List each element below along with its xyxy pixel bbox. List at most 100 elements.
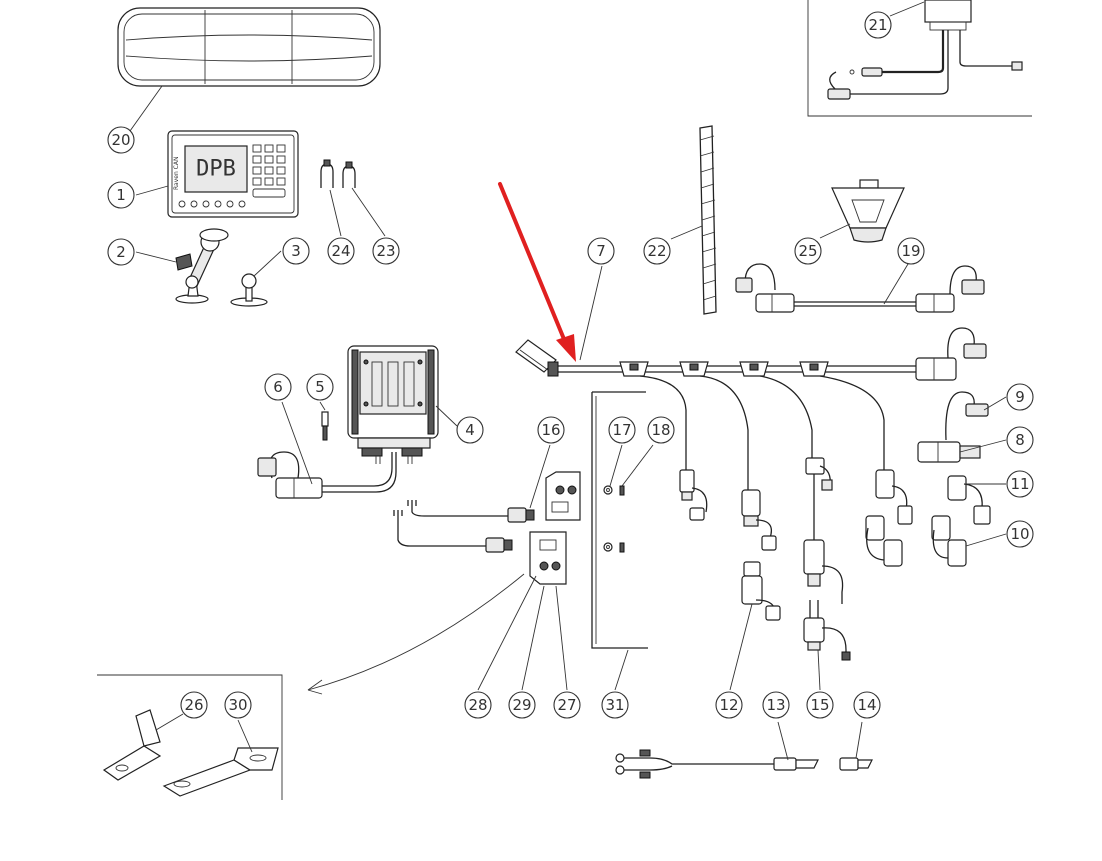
callout-8: 8	[1006, 426, 1034, 454]
callout-circle	[508, 691, 536, 719]
part-5-pin	[321, 411, 329, 441]
callout-circle	[762, 691, 790, 719]
callout-17: 17	[608, 416, 636, 444]
console-keypad	[252, 144, 286, 198]
callout-23: 23	[372, 237, 400, 265]
part-11-connectors	[865, 475, 991, 567]
inset-box-bottom-left	[97, 674, 283, 800]
callout-label: 12	[719, 696, 738, 714]
callout-label: 28	[468, 696, 487, 714]
callout-label: 18	[651, 421, 670, 439]
callout-label: 6	[273, 378, 283, 396]
brand-label: Raven CAN	[173, 157, 180, 190]
callout-label: 13	[766, 696, 785, 714]
callout-14: 14	[853, 691, 881, 719]
callout-label: 20	[111, 131, 130, 149]
part-7-main-harness	[515, 327, 987, 604]
display-label: DPB	[196, 157, 236, 182]
part-4-node-module	[347, 345, 439, 464]
callout-label: 5	[315, 378, 325, 396]
callout-label: 15	[810, 696, 829, 714]
callout-5: 5	[306, 373, 334, 401]
callout-label: 7	[596, 242, 606, 260]
callout-label: 22	[647, 242, 666, 260]
callout-label: 3	[291, 242, 301, 260]
part-15-transducer-lead	[803, 600, 851, 661]
callout-1: 1	[107, 181, 135, 209]
callout-circle	[864, 11, 892, 39]
callout-label: 17	[612, 421, 631, 439]
part-17-washer	[603, 485, 613, 552]
part-26-l-bracket	[102, 709, 162, 781]
callout-circle	[853, 691, 881, 719]
callout-29: 29	[508, 691, 536, 719]
part-24-clip	[320, 159, 334, 188]
part-21-junction-box	[827, 0, 1023, 100]
callout-31: 31	[601, 691, 629, 719]
harness-tee-1	[619, 361, 708, 521]
harness-tee-4	[799, 361, 913, 525]
callout-circle	[224, 691, 252, 719]
harness-tee-3	[739, 361, 844, 604]
callout-circle	[264, 373, 292, 401]
callout-13: 13	[762, 691, 790, 719]
part-16-bracket	[545, 471, 581, 521]
callout-circle	[647, 416, 675, 444]
callout-label: 19	[901, 242, 920, 260]
part-23-clip	[342, 161, 356, 188]
red-arrow	[498, 182, 576, 362]
callout-circle	[806, 691, 834, 719]
console-soft-keys	[178, 200, 246, 208]
part-9-cap	[945, 391, 989, 441]
callout-25: 25	[794, 237, 822, 265]
callout-circle	[1006, 470, 1034, 498]
callout-label: 21	[868, 16, 887, 34]
part-13-ring-cable	[615, 749, 819, 779]
callout-circle	[587, 237, 615, 265]
callout-11: 11	[1006, 470, 1034, 498]
callout-circle	[107, 238, 135, 266]
callout-19: 19	[897, 237, 925, 265]
part-8-terminator	[917, 441, 981, 463]
callout-circle	[372, 237, 400, 265]
callout-circle	[456, 416, 484, 444]
callout-label: 23	[376, 242, 395, 260]
callout-circle	[553, 691, 581, 719]
callout-label: 26	[184, 696, 203, 714]
callout-24: 24	[327, 237, 355, 265]
callout-label: 14	[857, 696, 876, 714]
callout-circle	[537, 416, 565, 444]
callout-circle	[180, 691, 208, 719]
part-30-l-bracket	[162, 747, 279, 797]
callout-9: 9	[1006, 383, 1034, 411]
callout-30: 30	[224, 691, 252, 719]
callout-circle	[306, 373, 334, 401]
callout-label: 30	[228, 696, 247, 714]
callout-label: 31	[605, 696, 624, 714]
callout-4: 4	[456, 416, 484, 444]
red-arrow-head	[556, 334, 576, 362]
callout-label: 24	[331, 242, 350, 260]
callout-label: 25	[798, 242, 817, 260]
callout-label: 16	[541, 421, 560, 439]
callout-20: 20	[107, 126, 135, 154]
callout-label: 29	[512, 696, 531, 714]
callout-circle	[464, 691, 492, 719]
callout-3: 3	[282, 237, 310, 265]
callout-label: 4	[465, 421, 475, 439]
callout-circle	[1006, 426, 1034, 454]
callout-label: 1	[116, 186, 126, 204]
callout-6: 6	[264, 373, 292, 401]
part-25-sensor-housing	[831, 179, 905, 243]
callout-2: 2	[107, 238, 135, 266]
part-31-bracket-plate	[591, 391, 648, 649]
callout-circle	[794, 237, 822, 265]
callout-label: 10	[1010, 525, 1029, 543]
part-6-power-cable	[257, 451, 397, 499]
callout-circle	[601, 691, 629, 719]
part-2-mount-arm	[175, 228, 229, 304]
callout-circle	[282, 237, 310, 265]
part-3-ball-base	[230, 273, 268, 307]
